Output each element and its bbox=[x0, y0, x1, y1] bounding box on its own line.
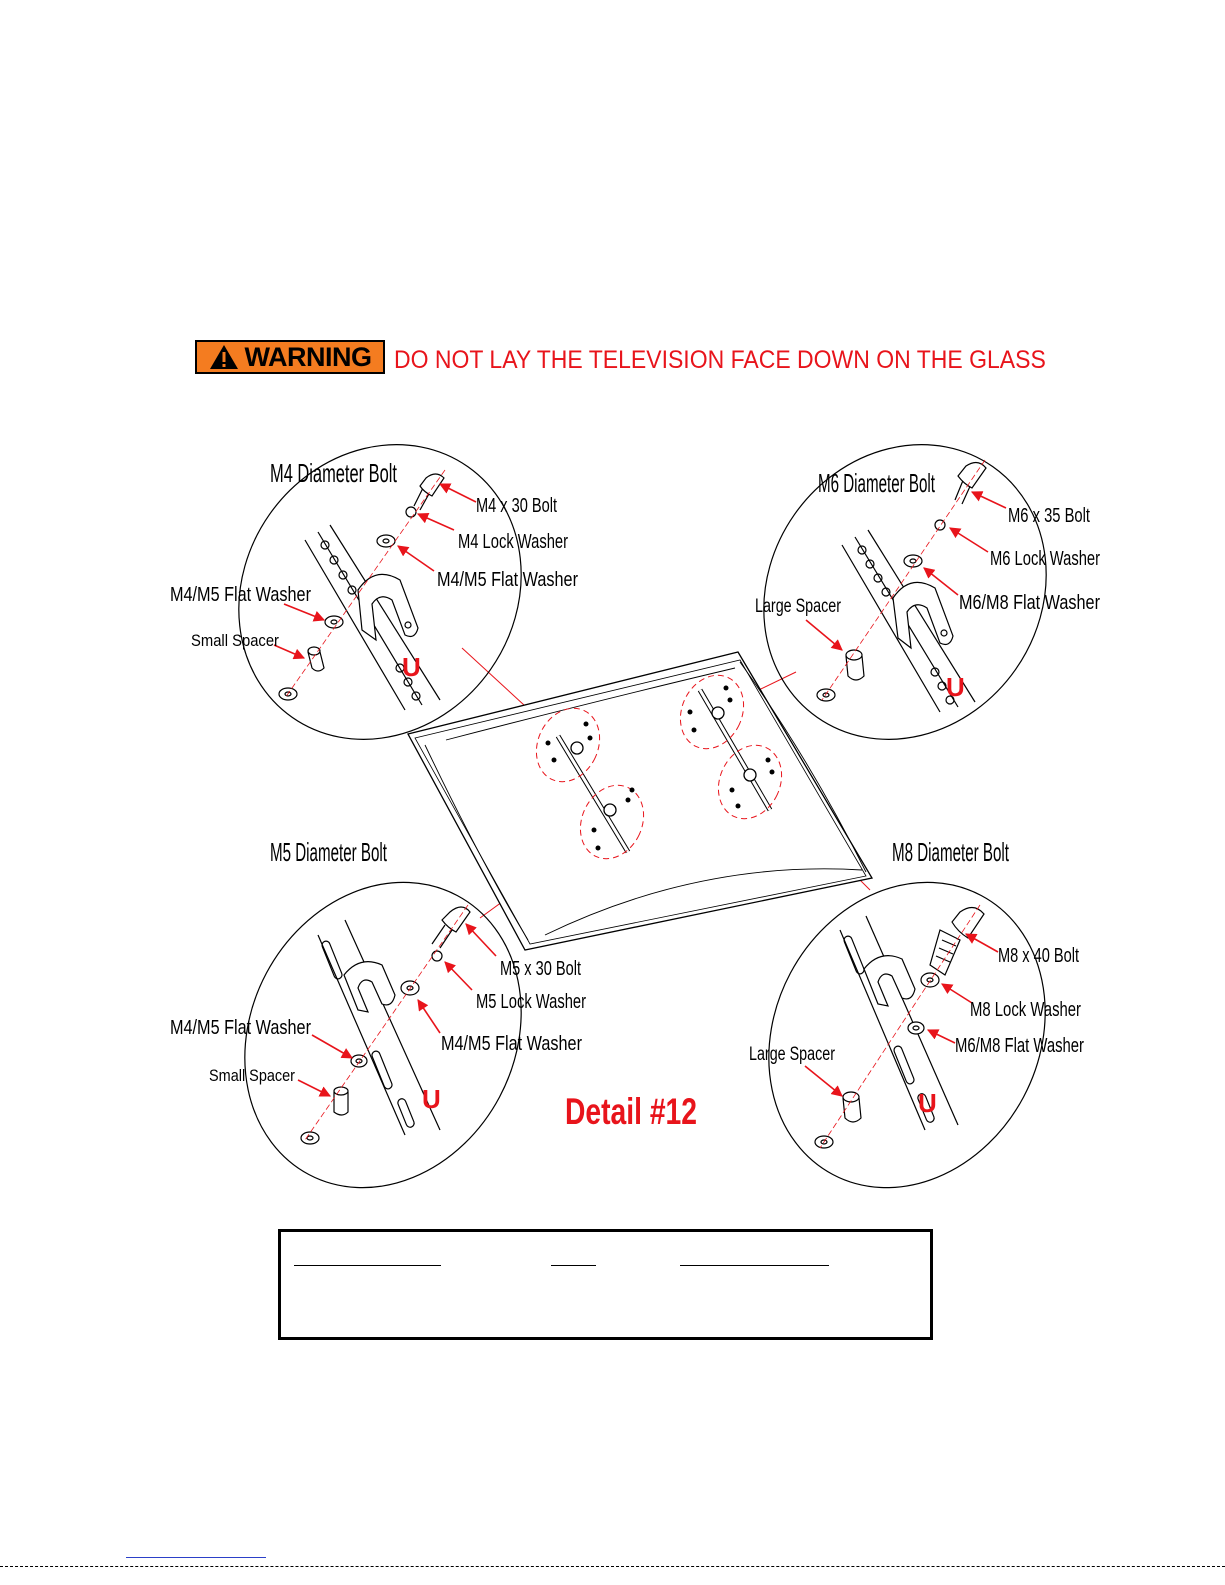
m4-lock-washer-label: M4 Lock Washer bbox=[458, 531, 568, 553]
m4-spacer-label: Small Spacer bbox=[191, 631, 279, 650]
m6-detail-circle bbox=[763, 444, 1047, 740]
m5-bolt-label: M5 x 30 Bolt bbox=[500, 958, 581, 980]
m4-title: M4 Diameter Bolt bbox=[270, 458, 397, 488]
m5-bracket-marker: U bbox=[422, 1084, 441, 1114]
m4-detail-circle bbox=[238, 444, 522, 740]
small-bolts bbox=[545, 685, 775, 851]
m8-bracket-marker: U bbox=[918, 1088, 937, 1118]
m8-flat-washer-label: M6/M8 Flat Washer bbox=[955, 1035, 1084, 1057]
m6-detail: M6 Diameter Bolt M6 x 35 Bolt M6 Lock Wa… bbox=[755, 444, 1100, 740]
warning-badge: WARNING bbox=[195, 340, 385, 374]
m4-flat-washer-left-label: M4/M5 Flat Washer bbox=[170, 584, 311, 606]
m4-bracket-marker: U bbox=[402, 652, 421, 682]
m8-title: M8 Diameter Bolt bbox=[892, 837, 1009, 867]
detail-label: Detail #12 bbox=[565, 1091, 697, 1132]
m5-detail-circle bbox=[244, 881, 522, 1189]
m6-bracket-marker: U bbox=[946, 672, 965, 702]
m8-spacer-label: Large Spacer bbox=[749, 1044, 836, 1065]
m4-bolt-label: M4 x 30 Bolt bbox=[476, 495, 557, 517]
warning-triangle-icon bbox=[209, 345, 238, 369]
television-back-panel bbox=[407, 651, 874, 951]
footer-divider bbox=[0, 1566, 1225, 1567]
m5-flat-washer-right-label: M4/M5 Flat Washer bbox=[441, 1033, 582, 1055]
m5-detail: M5 Diameter Bolt M5 x 30 Bolt M5 Lock Wa… bbox=[170, 837, 586, 1189]
m8-bolt-label: M8 x 40 Bolt bbox=[998, 945, 1079, 967]
m5-title: M5 Diameter Bolt bbox=[270, 837, 387, 867]
m8-lock-washer-label: M8 Lock Washer bbox=[970, 999, 1081, 1021]
m8-detail: M8 Diameter Bolt M8 x 40 Bolt M8 Lock Wa… bbox=[749, 837, 1084, 1189]
blank-line-2 bbox=[551, 1265, 596, 1266]
m5-spacer-label: Small Spacer bbox=[209, 1066, 295, 1085]
m8-detail-circle bbox=[768, 881, 1046, 1189]
m6-lock-washer-label: M6 Lock Washer bbox=[990, 548, 1100, 570]
hardware-highlight-circles bbox=[535, 674, 783, 860]
blank-line-1 bbox=[294, 1265, 441, 1266]
warning-badge-label: WARNING bbox=[244, 341, 373, 372]
m5-flat-washer-left-label: M4/M5 Flat Washer bbox=[170, 1017, 311, 1039]
m4-detail: M4 Diameter Bolt M4 x 30 Bolt M4 Lock Wa… bbox=[170, 444, 578, 740]
m6-flat-washer-label: M6/M8 Flat Washer bbox=[959, 592, 1100, 614]
m6-bolt-label: M6 x 35 Bolt bbox=[1008, 505, 1090, 527]
footer-link-underline bbox=[126, 1557, 266, 1558]
warning-message: DO NOT LAY THE TELEVISION FACE DOWN ON T… bbox=[394, 346, 1046, 374]
info-box bbox=[278, 1229, 933, 1340]
m5-lock-washer-label: M5 Lock Washer bbox=[476, 991, 586, 1013]
blank-line-3 bbox=[680, 1265, 829, 1266]
m6-title: M6 Diameter Bolt bbox=[818, 468, 935, 498]
m6-spacer-label: Large Spacer bbox=[755, 596, 842, 617]
m4-flat-washer-right-label: M4/M5 Flat Washer bbox=[437, 569, 578, 591]
